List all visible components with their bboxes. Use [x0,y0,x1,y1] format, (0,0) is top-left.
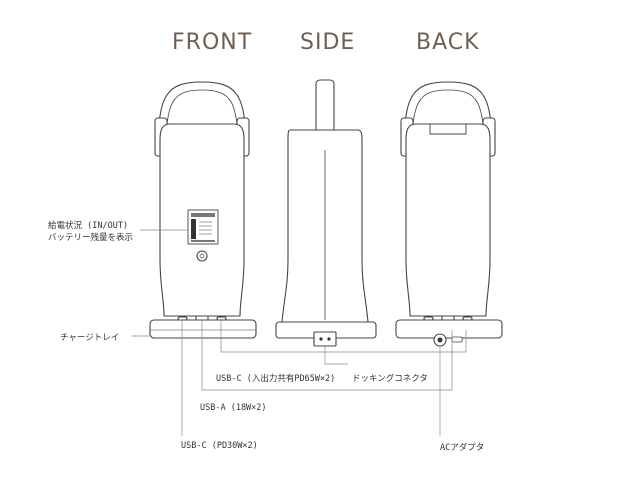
docking-connector-label: ドッキングコネクタ [352,374,428,384]
back-view-title: BACK [416,30,480,55]
status-label-line1: 給電状況 (IN/OUT) [48,221,129,231]
back-charge-tray [395,319,503,339]
front-charge-tray [149,319,257,339]
usb-c-io-label: USB-C (入出力共有PD65W×2) [216,374,336,384]
status-label-line2: バッテリー残量を表示 [48,233,134,243]
back-body [405,123,491,317]
side-view [275,79,377,347]
front-handle [157,81,247,153]
charge-tray-label: チャージトレイ [60,333,120,343]
docking-connector [313,331,337,347]
power-button [196,250,208,262]
front-view-title: FRONT [172,30,253,55]
back-handle [403,81,493,153]
side-view-title: SIDE [300,30,356,55]
ac-adapter-label: ACアダプタ [440,443,485,453]
back-port-usba [441,315,455,321]
front-view [149,81,257,339]
usb-a-label: USB-A (18W×2) [200,403,267,413]
leader-lines [132,229,467,436]
front-port-usba [195,315,209,321]
usb-c-out-label: USB-C (PD30W×2) [181,441,258,451]
back-view [395,81,503,347]
